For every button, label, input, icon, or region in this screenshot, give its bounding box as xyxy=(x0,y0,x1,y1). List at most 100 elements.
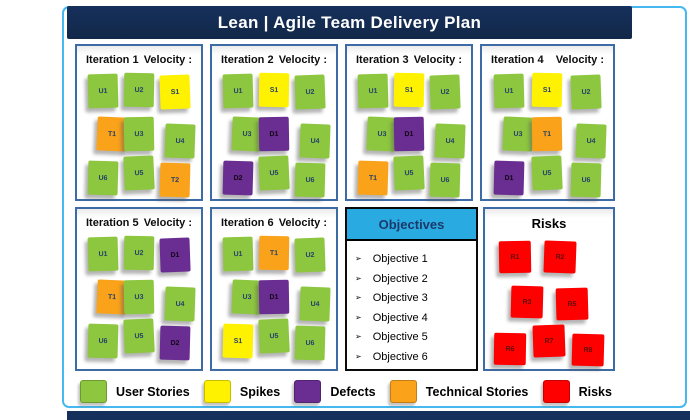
sticky-note: U2 xyxy=(123,72,155,108)
legend-item: User Stories xyxy=(80,380,190,403)
sticky-note: U1 xyxy=(87,73,119,109)
iteration-header: Iteration 6 Velocity : xyxy=(212,209,336,232)
legend-label: Spikes xyxy=(239,384,281,399)
sticky-note-label: T1 xyxy=(368,174,378,182)
sticky-note-label: T2 xyxy=(170,176,180,184)
sticky-note: U5 xyxy=(393,155,425,191)
objective-text: Objective 5 xyxy=(372,331,428,344)
sticky-note-label: U6 xyxy=(98,337,108,345)
legend-label: Risks xyxy=(578,384,612,399)
sticky-note: U1 xyxy=(87,236,119,272)
sticky-note-label: S1 xyxy=(233,337,243,345)
sticky-note: U3 xyxy=(502,116,534,152)
objective-item: ➢ Objective 6 xyxy=(355,348,470,368)
sticky-note-label: T1 xyxy=(107,130,117,138)
legend-item: Risks xyxy=(542,380,612,403)
velocity-label: Velocity : xyxy=(278,217,327,229)
velocity-label: Velocity : xyxy=(555,54,604,66)
iteration-title: Iteration 2 xyxy=(221,54,274,66)
sticky-note: U4 xyxy=(299,123,331,159)
iteration-header: Iteration 1 Velocity : xyxy=(77,46,201,69)
sticky-note: U4 xyxy=(164,123,196,159)
sticky-note-label: D1 xyxy=(170,251,180,259)
sticky-note-label: U3 xyxy=(377,130,387,138)
sticky-note-label: R5 xyxy=(566,300,577,308)
iteration-panel-4: Iteration 4 Velocity : U1 S1 U2 U3 T1 U4… xyxy=(480,44,615,201)
sticky-note: R8 xyxy=(571,333,605,367)
legend-swatch xyxy=(294,380,322,403)
legend-item: Technical Stories xyxy=(389,380,528,403)
risk-row: R6 R7 R8 xyxy=(493,324,605,367)
sticky-note: T1 xyxy=(258,235,290,271)
legend-swatch xyxy=(389,380,417,403)
sticky-note: U5 xyxy=(258,318,290,354)
iteration-title: Iteration 6 xyxy=(221,217,274,229)
sticky-note: U6 xyxy=(570,162,602,198)
sticky-note-label: R1 xyxy=(510,253,520,261)
sticky-note-label: U3 xyxy=(242,130,252,138)
legend-swatch xyxy=(80,380,107,403)
sticky-note: U6 xyxy=(87,160,119,196)
sticky-note-label: S1 xyxy=(404,86,414,94)
sticky-note: U4 xyxy=(434,123,466,159)
sticky-note-label: U2 xyxy=(305,251,315,259)
sticky-note-label: U5 xyxy=(134,169,144,177)
sticky-note-label: U2 xyxy=(440,88,450,96)
objective-item: ➢ Objective 4 xyxy=(355,309,470,329)
sticky-note: R1 xyxy=(498,240,532,274)
sticky-note-label: U5 xyxy=(269,332,279,340)
objective-text: Objective 6 xyxy=(372,350,428,363)
page-title: Lean | Agile Team Delivery Plan xyxy=(217,12,482,32)
sticky-notes-board: U1 S1 U2 U3 D1 U4 T1 U5 U6 xyxy=(347,69,471,198)
sticky-note-label: U5 xyxy=(134,332,144,340)
sticky-note: U2 xyxy=(294,74,326,110)
sticky-note-label: U4 xyxy=(445,137,455,145)
velocity-label: Velocity : xyxy=(143,54,192,66)
sticky-notes-board: U1 S1 U2 U3 T1 U4 D1 U5 U6 xyxy=(482,69,613,198)
sticky-note: U6 xyxy=(429,162,461,198)
risk-notes-board: R1 R2 R3 R5 R6 R7 R8 xyxy=(485,231,613,367)
sticky-note: R3 xyxy=(510,285,543,319)
sticky-note: T2 xyxy=(159,162,191,198)
sticky-note-label: U1 xyxy=(98,250,108,258)
objective-item: ➢ Objective 2 xyxy=(355,270,470,290)
sticky-notes-board: U1 T1 U2 U3 D1 U4 S1 U5 U6 xyxy=(212,232,336,361)
objective-text: Objective 1 xyxy=(372,253,428,265)
sticky-note-label: D1 xyxy=(269,130,279,138)
arrow-bullet-icon: ➢ xyxy=(355,312,362,322)
velocity-label: Velocity : xyxy=(278,54,327,66)
sticky-note-label: D1 xyxy=(504,174,514,182)
sticky-note-label: D1 xyxy=(269,293,279,301)
sticky-note: U4 xyxy=(575,123,607,159)
sticky-note-label: U6 xyxy=(440,176,450,184)
sticky-note-label: D2 xyxy=(233,174,243,182)
sticky-note: U4 xyxy=(299,286,331,322)
sticky-note-label: U1 xyxy=(233,250,243,258)
iteration-header: Iteration 3 Velocity : xyxy=(347,46,471,69)
arrow-bullet-icon: ➢ xyxy=(355,332,362,342)
sticky-note-label: U6 xyxy=(581,176,591,184)
sticky-note: U2 xyxy=(294,237,326,273)
sticky-note: D2 xyxy=(159,325,191,361)
sticky-notes-board: U1 U2 D1 T1 U3 U4 U6 U5 D2 xyxy=(77,232,201,361)
legend-label: Defects xyxy=(330,384,376,399)
objectives-title: Objectives xyxy=(378,216,445,232)
sticky-note: R2 xyxy=(543,240,577,274)
sticky-note: D1 xyxy=(258,279,290,315)
sticky-note: D1 xyxy=(159,237,191,273)
arrow-bullet-icon: ➢ xyxy=(355,351,362,361)
sticky-note: T1 xyxy=(532,116,563,152)
sticky-note: D1 xyxy=(393,116,425,152)
sticky-note-label: U2 xyxy=(134,249,144,257)
sticky-note-label: U2 xyxy=(305,88,315,96)
arrow-bullet-icon: ➢ xyxy=(355,273,362,283)
objective-text: Objective 4 xyxy=(372,311,428,324)
sticky-note: U6 xyxy=(294,325,326,361)
sticky-note-label: D2 xyxy=(170,339,180,347)
sticky-note: R7 xyxy=(532,324,566,358)
sticky-note-label: S1 xyxy=(543,86,552,94)
sticky-note: U1 xyxy=(222,236,254,272)
sticky-note-label: R3 xyxy=(521,298,532,306)
sticky-note: S1 xyxy=(258,72,290,108)
sticky-note: U2 xyxy=(429,74,461,110)
